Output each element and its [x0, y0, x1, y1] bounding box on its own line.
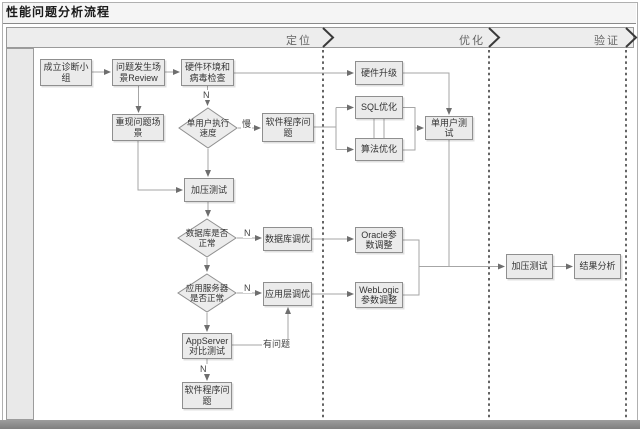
decision-database-normal: 数据库是否正常: [177, 218, 237, 258]
node-weblogic-param: WebLogic参数调整: [355, 282, 403, 308]
node-software-problem-top: 软件程序问题: [262, 113, 314, 142]
page-title: 性能问题分析流程: [6, 5, 111, 19]
node-appserver-compare-test: AppServer对比测试: [182, 333, 232, 359]
edge-label-n1: N: [202, 90, 211, 100]
node-result-analysis: 结果分析: [574, 254, 621, 279]
node-scene-review: 问题发生场景Review: [112, 59, 165, 86]
title-bar: [3, 3, 636, 24]
decision-single-user-speed: 单用户执行速度: [178, 107, 238, 149]
phase-label-optimize: 优化: [459, 35, 485, 47]
node-stress-test-1: 加压测试: [184, 178, 234, 202]
node-reproduce-scene: 重现问题场景: [112, 114, 164, 141]
edge-label-slow: 慢: [241, 119, 253, 129]
node-software-problem-bottom: 软件程序问题: [182, 382, 232, 409]
edge-label-n-appserver: N: [199, 364, 208, 374]
node-oracle-param: Oracle参数调整: [355, 227, 403, 253]
edge-label-n-app: N: [243, 283, 252, 293]
phase-label-verify: 验证: [594, 35, 620, 47]
edge-label-n-db: N: [243, 228, 252, 238]
edge-label-has-problem: 有问题: [262, 339, 292, 349]
left-lane: [6, 48, 34, 420]
node-establish-team: 成立诊断小组: [40, 59, 92, 86]
phase-label-locate: 定位: [286, 35, 312, 47]
node-hardware-virus-check: 硬件环境和病毒检查: [181, 59, 234, 86]
bottom-bar: [0, 420, 640, 429]
node-single-user-test: 单用户测试: [425, 116, 473, 140]
node-app-layer-tuning: 应用层调优: [263, 282, 312, 306]
node-stress-test-2: 加压测试: [506, 254, 553, 279]
decision-appserver-normal: 应用服务器是否正常: [177, 273, 237, 313]
node-algorithm-optimization: 算法优化: [355, 138, 403, 161]
phase-band: [6, 27, 634, 48]
node-db-tuning: 数据库调优: [263, 227, 312, 251]
node-sql-optimization: SQL优化: [355, 96, 403, 119]
node-hardware-upgrade: 硬件升级: [355, 61, 403, 85]
